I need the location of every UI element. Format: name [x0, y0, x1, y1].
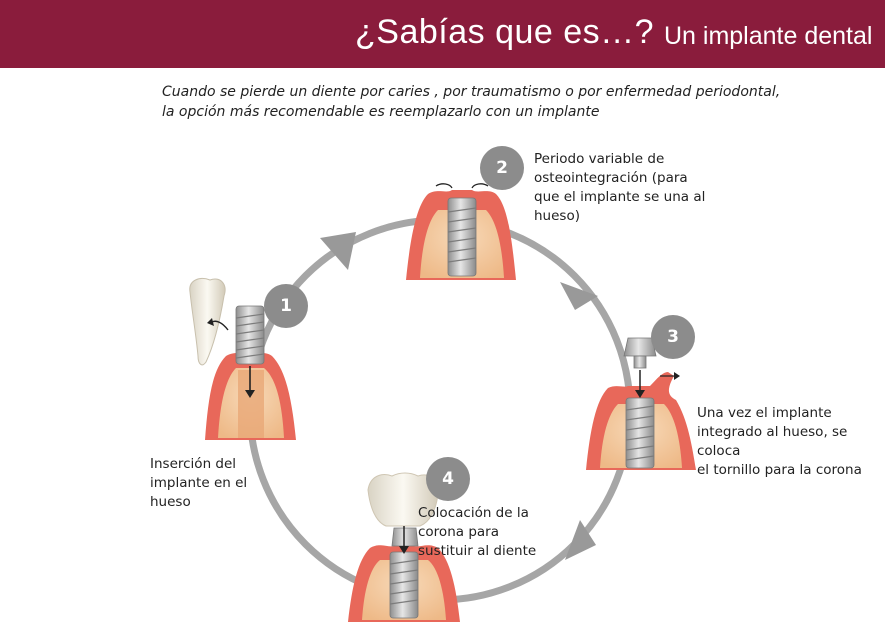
step-2-badge: 2	[480, 146, 524, 190]
step-3-label: Una vez el implante integrado al hueso, …	[697, 405, 862, 478]
step-3-illustration	[586, 337, 696, 470]
cycle-arrow-top-left	[320, 232, 356, 270]
abutment-3	[623, 337, 657, 357]
implant-2	[447, 197, 477, 277]
header-topic: Un implante dental	[664, 22, 873, 50]
step-4-label: Colocación de la corona para sustituir a…	[418, 505, 537, 559]
extracted-tooth	[189, 278, 226, 366]
intro-line-2: la opción más recomendable es reemplazar…	[162, 104, 600, 120]
step-3-badge: 3	[651, 315, 695, 359]
header-question: ¿Sabías que es…?	[355, 13, 655, 51]
step-2-label: Periodo variable de osteointegración (pa…	[534, 151, 706, 224]
step-1-label: Inserción del implante en el hueso	[150, 456, 248, 510]
cycle-arrow-top-right	[560, 282, 598, 310]
step-4-badge: 4	[426, 457, 470, 501]
cycle-arrow-bottom-right	[565, 520, 596, 560]
step-1-badge: 1	[264, 284, 308, 328]
intro-line-1: Cuando se pierde un diente por caries , …	[162, 84, 781, 100]
step-4-illustration	[348, 472, 460, 622]
header-banner: ¿Sabías que es…? Un implante dental	[0, 0, 885, 68]
step-2-illustration	[406, 183, 516, 280]
intro-text: Cuando se pierde un diente por caries , …	[162, 82, 802, 122]
step-1-illustration	[189, 278, 296, 440]
